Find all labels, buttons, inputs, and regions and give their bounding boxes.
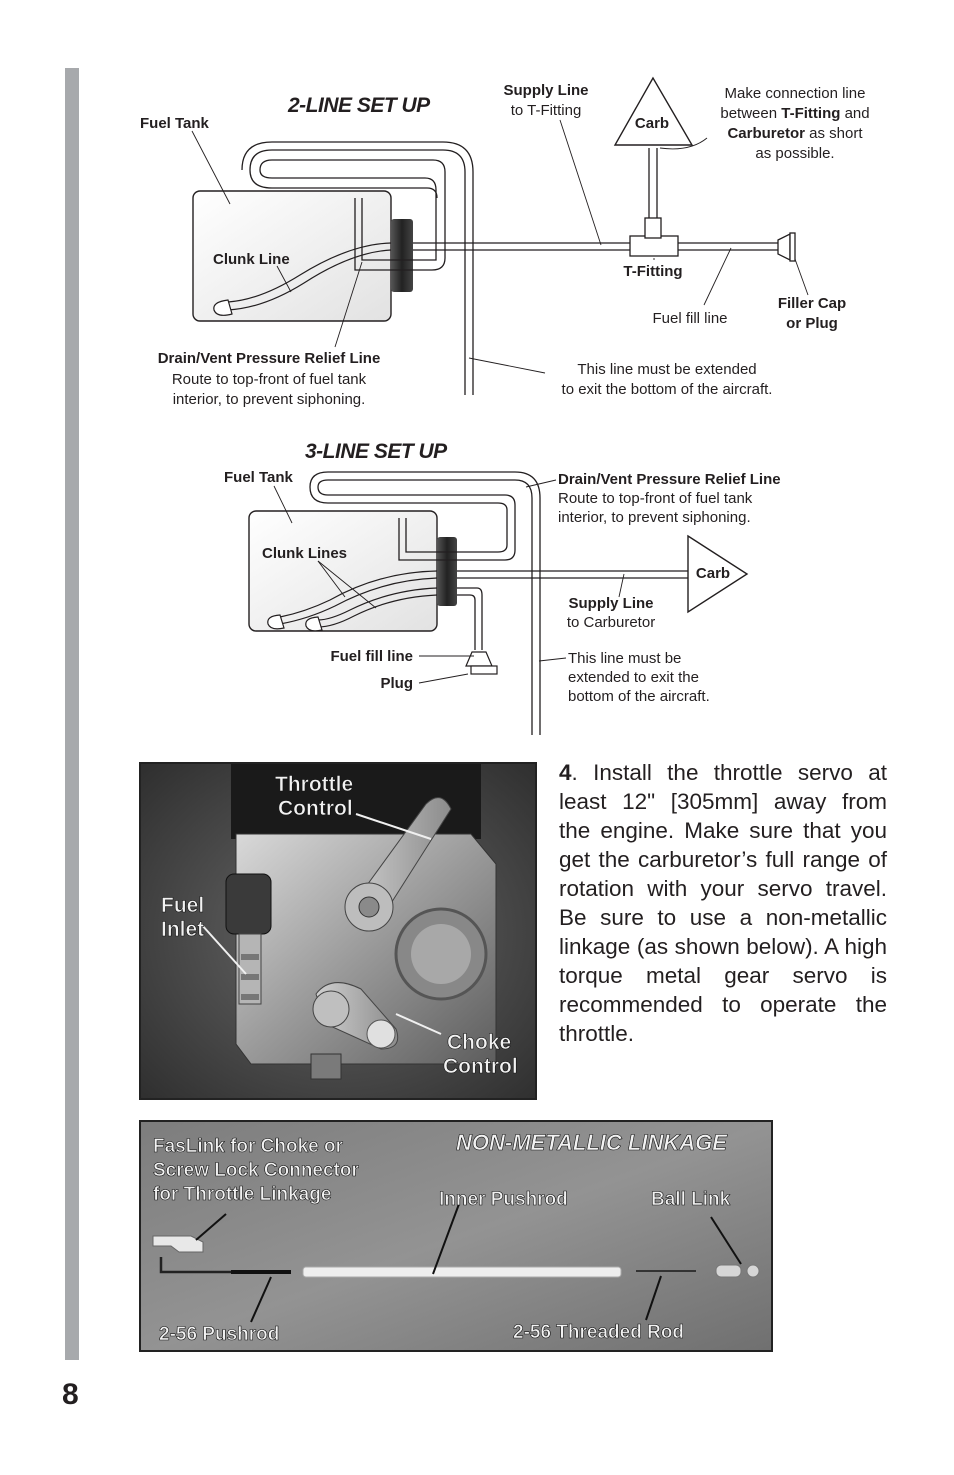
fill-line-3 [457,587,483,650]
three-line-title: 3-LINE SET UP [305,440,448,463]
label-or-plug: or Plug [786,315,838,332]
label-route-2: interior, to prevent siphoning. [173,391,366,408]
note-line-2: between T-Fitting and [720,105,869,122]
three-line-leaders [273,479,625,684]
tank-stopper [391,219,413,292]
label-choke-1: Choke [447,1031,511,1054]
clunk-weight [213,299,233,316]
label-choke-2: Control [443,1055,518,1078]
step-4-text: 4. Install the throttle servo at least 1… [559,758,887,1048]
carb-triangle [613,76,694,146]
label-route-3a: Route to top-front of fuel tank [558,490,753,507]
label-clunk-line: Clunk Line [213,251,290,268]
label-fuel-fill-line-3: Fuel fill line [330,648,413,665]
linkage-illustration: NON-METALLIC LINKAGE FasLink for Choke o… [141,1122,771,1350]
label-route-3b: interior, to prevent siphoning. [558,509,751,526]
label-throttle-2: Control [278,797,353,820]
linkage-title: NON-METALLIC LINKAGE [456,1130,728,1155]
linkage-photo: NON-METALLIC LINKAGE FasLink for Choke o… [139,1120,773,1352]
label-carb: Carb [635,115,669,132]
vent-line-3 [309,471,541,735]
label-ball-link: Ball Link [651,1189,731,1210]
label-extend-1: This line must be extended [577,361,756,378]
label-plug: Plug [381,675,414,692]
clunk-lines [279,570,438,628]
label-drain-vent: Drain/Vent Pressure Relief Line [158,350,381,367]
step-number: 4 [559,760,572,785]
carburetor-illustration: Throttle Control Fuel Inlet Choke Contro… [141,764,535,1098]
two-line-diagram: 2-LINE SET UP [140,76,870,408]
t-fitting [629,235,679,257]
label-extend-3a: This line must be [568,650,681,667]
label-drain-vent-3: Drain/Vent Pressure Relief Line [558,471,781,488]
label-256-pushrod: 2-56 Pushrod [159,1324,279,1345]
label-supply-line-3-sub: to Carburetor [567,614,655,631]
label-extend-3c: bottom of the aircraft. [568,688,710,705]
label-fuel-inlet-1: Fuel [161,894,204,917]
label-supply-line-sub: to T-Fitting [511,102,582,119]
label-inner-pushrod: Inner Pushrod [439,1189,568,1210]
label-fuel-inlet-2: Inlet [161,918,204,941]
carb-triangle-3 [687,534,749,614]
label-threaded-rod: 2-56 Threaded Rod [513,1322,684,1343]
label-route-1: Route to top-front of fuel tank [172,371,367,388]
note-line-4: as possible. [755,145,834,162]
label-clunk-lines: Clunk Lines [262,545,347,562]
sidebar-bar [65,68,79,1360]
label-extend-3b: extended to exit the [568,669,699,686]
label-fuel-tank-3: Fuel Tank [224,469,294,486]
clunk-line [227,242,392,311]
note-line-3: Carburetor as short [727,125,863,142]
label-extend-2: to exit the bottom of the aircraft. [562,381,773,398]
label-fuel-tank: Fuel Tank [140,115,210,132]
label-fuel-fill-line: Fuel fill line [652,310,727,327]
label-t-fitting: T-Fitting [623,263,682,280]
label-faslink-2: Screw Lock Connector [153,1160,359,1181]
label-carb-3: Carb [696,565,730,582]
two-line-leaders [191,119,809,374]
vent-line [241,141,474,395]
supply-line [413,148,780,251]
supply-line-3 [457,570,689,579]
label-filler-cap: Filler Cap [778,295,846,312]
fuel-setup-diagrams: 2-LINE SET UP [140,76,870,735]
carburetor-photo: Throttle Control Fuel Inlet Choke Contro… [139,762,537,1100]
note-line-1: Make connection line [725,85,866,102]
plug [465,651,493,667]
label-supply-line: Supply Line [503,82,588,99]
label-supply-line-3: Supply Line [568,595,653,612]
label-faslink-3: for Throttle Linkage [153,1184,331,1205]
step-body: . Install the throttle servo at least 12… [559,760,887,1046]
three-line-diagram: 3-LINE SET UP [224,440,781,735]
two-line-title: 2-LINE SET UP [287,94,431,117]
label-faslink-1: FasLink for Choke or [153,1136,344,1157]
filler-cap [777,232,791,262]
label-throttle-1: Throttle [275,773,353,796]
tank-stopper-3 [437,537,457,606]
page-number: 8 [62,1378,79,1411]
